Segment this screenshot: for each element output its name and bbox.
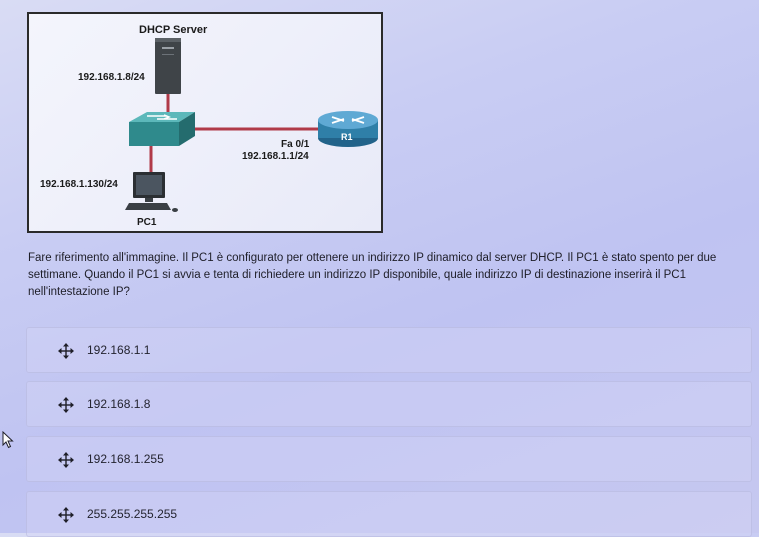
move-icon xyxy=(58,507,74,523)
mouse-cursor-icon xyxy=(2,431,14,449)
answer-option-3[interactable]: 192.168.1.255 xyxy=(26,436,752,482)
answer-option-label: 192.168.1.1 xyxy=(87,343,151,357)
pc-name-label: PC1 xyxy=(137,217,157,228)
network-diagram: DHCP Server 192.168.1.8/24 R1 Fa 0/1 192… xyxy=(27,12,383,233)
answer-option-2[interactable]: 192.168.1.8 xyxy=(26,381,752,427)
pc-icon xyxy=(125,172,178,212)
move-icon xyxy=(58,397,74,413)
question-text: Fare riferimento all'immagine. Il PC1 è … xyxy=(28,252,717,298)
router-name-label: R1 xyxy=(341,132,353,142)
move-icon xyxy=(58,343,74,359)
router-interface-label: Fa 0/1 xyxy=(281,139,310,150)
server-icon xyxy=(155,38,181,94)
answer-option-label: 192.168.1.255 xyxy=(87,452,164,466)
answer-option-label: 255.255.255.255 xyxy=(87,507,178,521)
server-ip-label: 192.168.1.8/24 xyxy=(78,72,145,83)
answer-option-1[interactable]: 192.168.1.1 xyxy=(26,327,752,373)
answer-option-label: 192.168.1.8 xyxy=(87,397,151,411)
server-title-label: DHCP Server xyxy=(139,24,208,36)
answer-option-4[interactable]: 255.255.255.255 xyxy=(26,491,752,537)
move-icon xyxy=(58,452,74,468)
router-ip-label: 192.168.1.1/24 xyxy=(242,151,309,162)
topology-drawing xyxy=(125,38,378,212)
pc-ip-label: 192.168.1.130/24 xyxy=(40,179,118,190)
router-icon xyxy=(318,111,378,147)
switch-icon xyxy=(129,112,195,146)
